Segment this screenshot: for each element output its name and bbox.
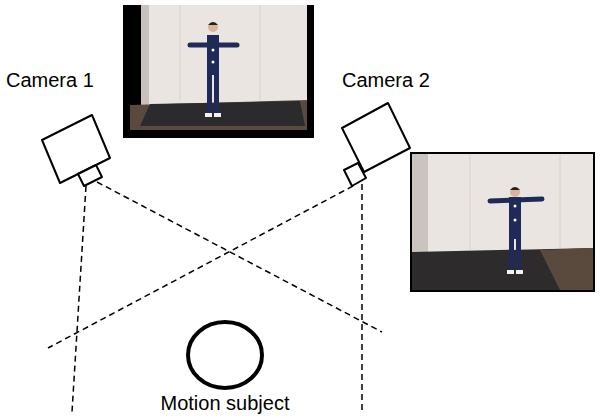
camera-2-photo [410, 152, 595, 292]
node-label: Motion subject [130, 391, 320, 415]
camera-node: Camera 1 [4, 68, 128, 198]
camera-body [342, 103, 410, 172]
node-label: Camera 1 [6, 68, 130, 92]
subject-node: Motion subject [130, 318, 320, 418]
camera-node: Camera 2 [338, 68, 462, 198]
camera-lens [344, 163, 366, 186]
camera-lens [78, 165, 102, 186]
camera-1-photo [123, 5, 314, 138]
field-of-view-lines [48, 182, 382, 412]
node-label: Camera 2 [342, 68, 466, 92]
subject-circle [188, 322, 262, 388]
